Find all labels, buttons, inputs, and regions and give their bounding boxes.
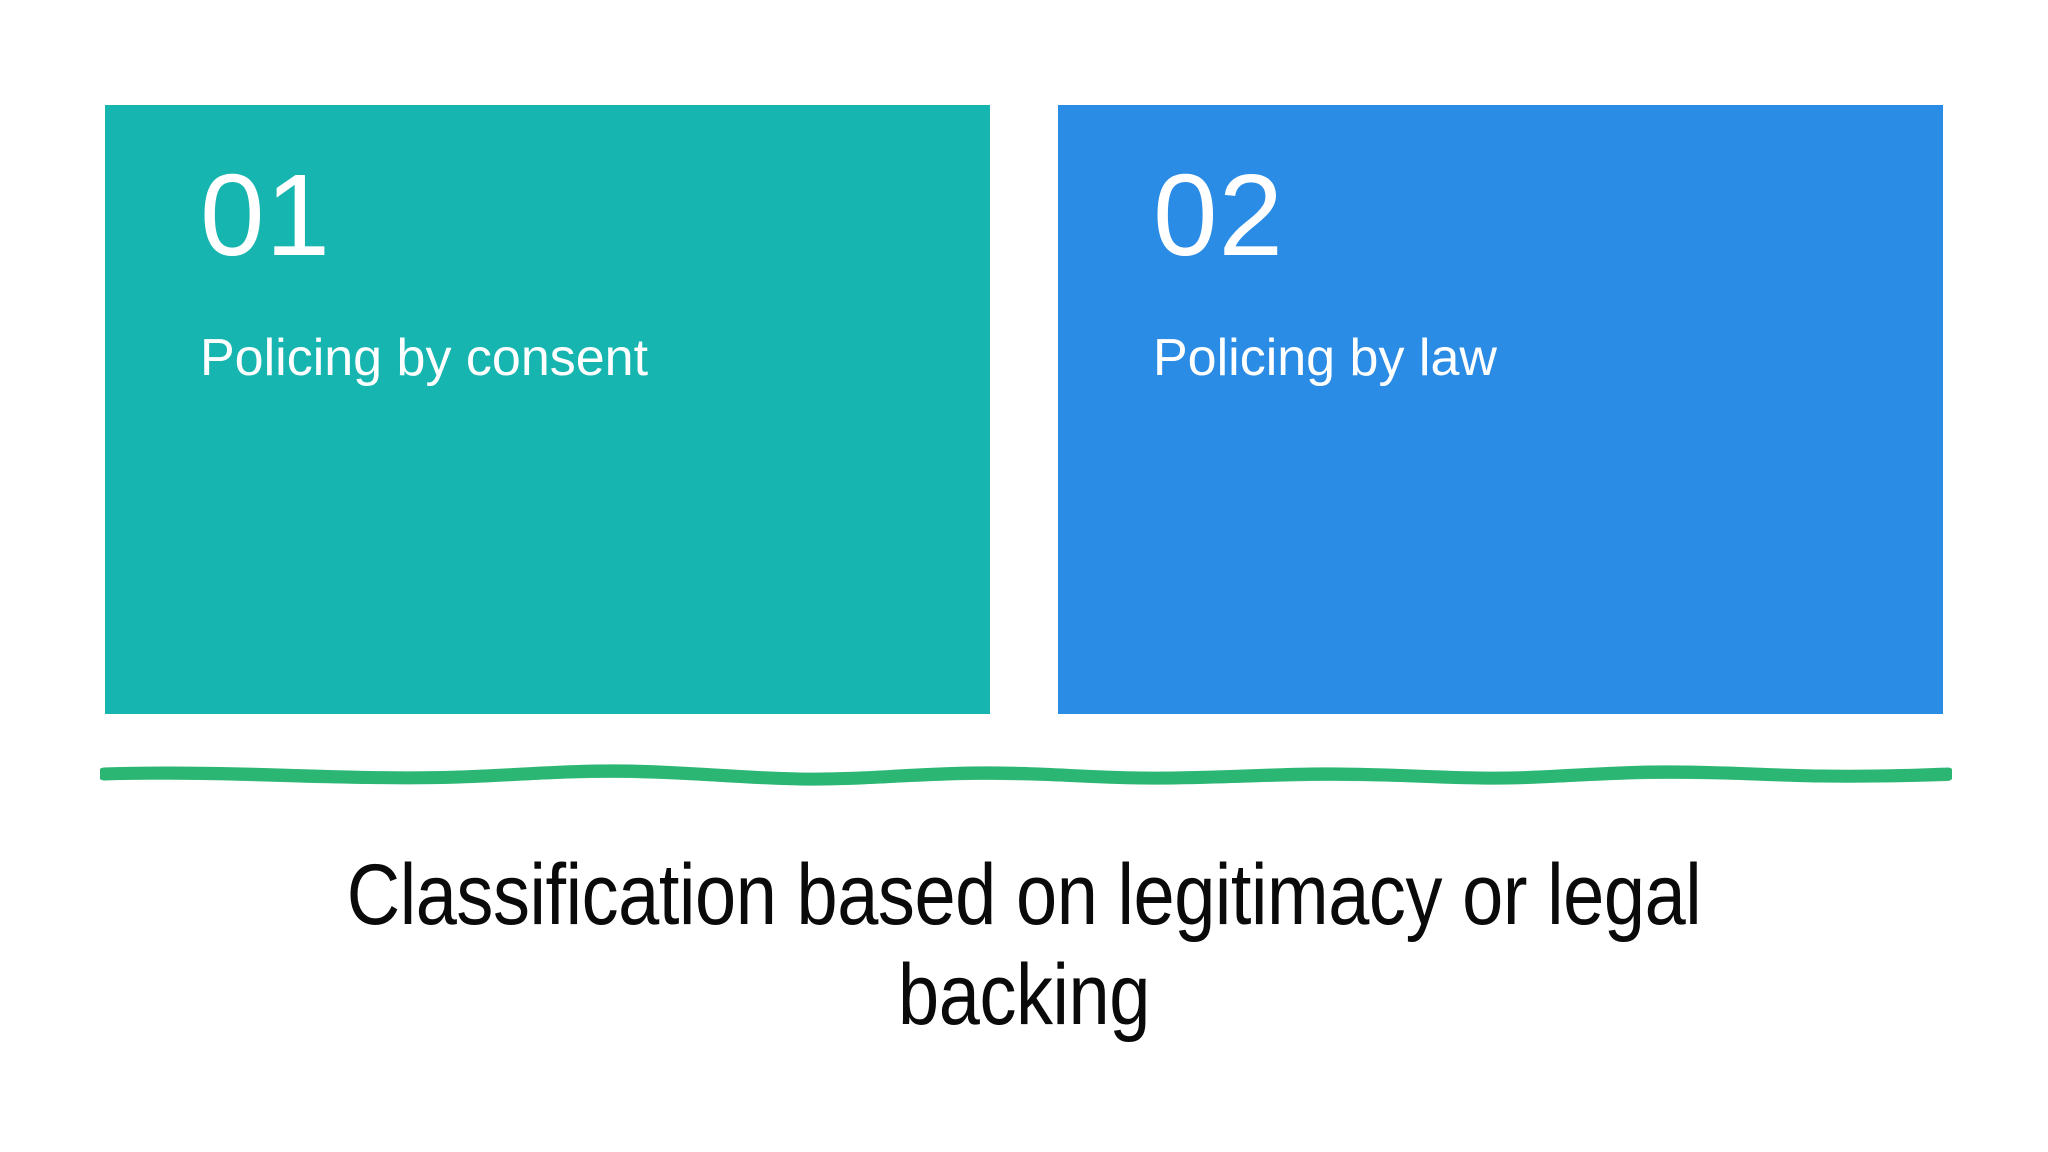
wavy-green-rule bbox=[100, 752, 1952, 798]
caption-line-1: Classification based on legitimacy or le… bbox=[346, 847, 1702, 943]
wavy-line-icon bbox=[100, 764, 1952, 786]
card-title-02: Policing by law bbox=[1153, 329, 1497, 387]
cards-row: 01 Policing by consent 02 Policing by la… bbox=[105, 105, 1943, 714]
card-number-02: 02 bbox=[1153, 150, 1285, 280]
caption-line-2: backing bbox=[898, 946, 1150, 1043]
card-number-01: 01 bbox=[200, 150, 332, 280]
card-policing-by-consent[interactable]: 01 Policing by consent bbox=[105, 105, 990, 714]
slide-caption: Classification based on legitimacy or le… bbox=[143, 846, 1904, 1046]
card-policing-by-law[interactable]: 02 Policing by law bbox=[1058, 105, 1943, 714]
card-title-01: Policing by consent bbox=[200, 329, 649, 387]
